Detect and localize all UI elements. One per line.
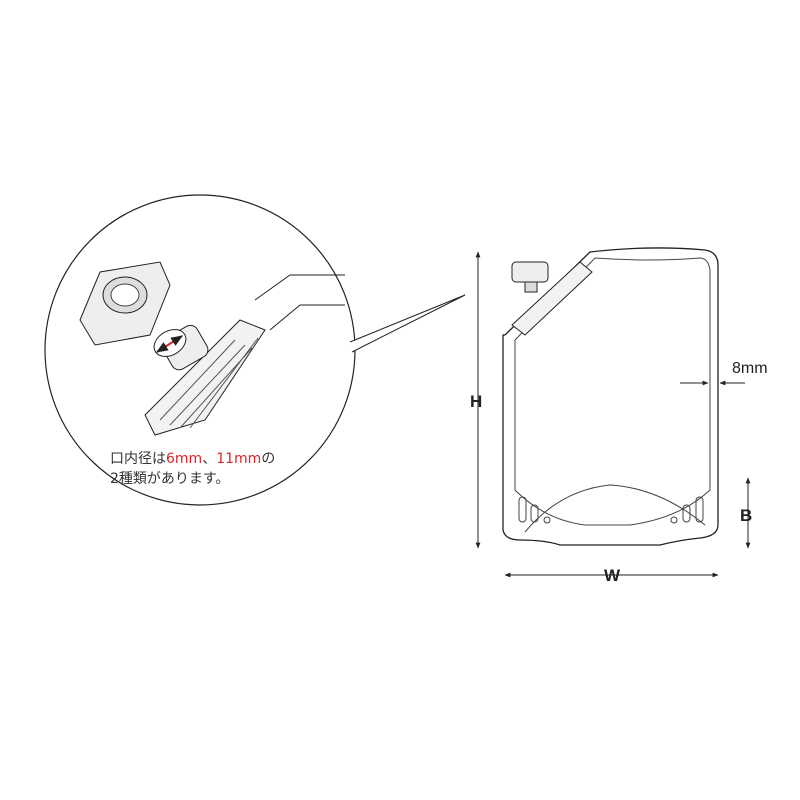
seal-width-label: 8mm bbox=[732, 360, 768, 377]
cap-icon bbox=[79, 261, 171, 346]
width-label: W bbox=[604, 566, 621, 585]
note-prefix: 口内径は bbox=[110, 451, 166, 467]
note-line2: 2種類があります。 bbox=[110, 471, 230, 487]
spout-fitment bbox=[144, 319, 266, 436]
pouch-outline bbox=[502, 247, 719, 546]
spout-diameter-note: 口内径は6mm、11mmの 2種類があります。 bbox=[110, 449, 275, 489]
note-separator: 、 bbox=[202, 451, 217, 467]
pouch-cap-icon bbox=[511, 261, 549, 293]
bottom-label: B bbox=[740, 506, 753, 525]
inner-diameter-arrow bbox=[155, 335, 184, 353]
note-suffix: の bbox=[261, 451, 276, 467]
note-size-6mm: 6mm bbox=[166, 451, 203, 467]
height-label: H bbox=[470, 392, 483, 411]
magnified-spout-detail bbox=[44, 194, 466, 506]
note-size-11mm: 11mm bbox=[216, 451, 262, 467]
